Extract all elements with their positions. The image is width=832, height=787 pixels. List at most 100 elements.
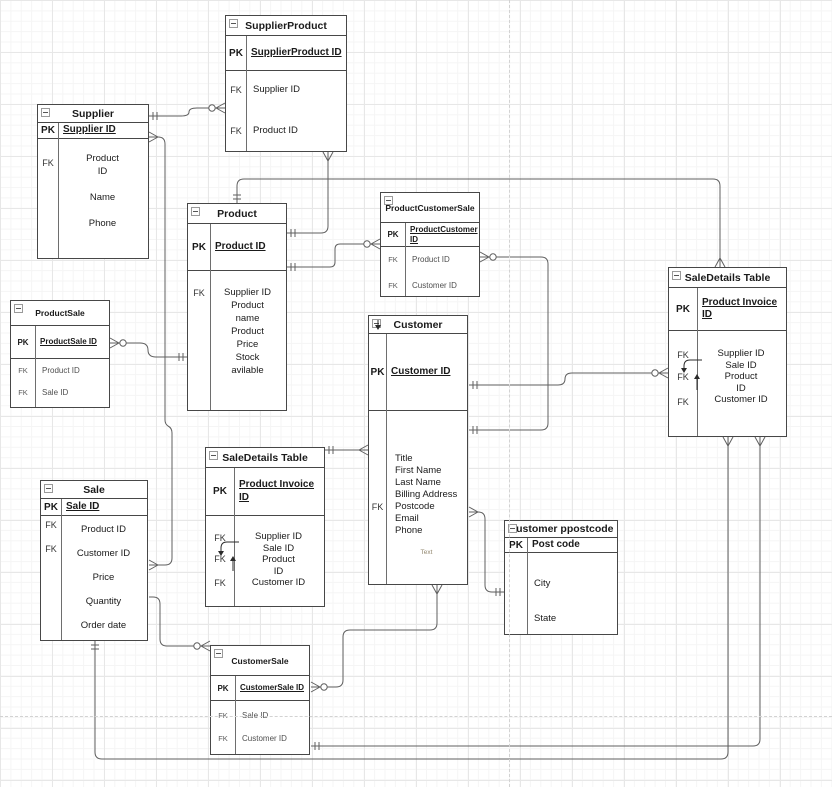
collapse-icon[interactable] xyxy=(229,19,238,28)
fk-key-label: FK xyxy=(45,544,57,554)
row-key-label: FK xyxy=(388,255,398,264)
collapse-icon[interactable] xyxy=(191,207,200,216)
row-key-label: FK xyxy=(388,280,398,290)
pk-key-label: PK xyxy=(44,501,58,513)
table-row: City xyxy=(505,568,617,598)
row-text: Sale ID xyxy=(242,710,269,720)
pk-key-label: PK xyxy=(217,683,229,693)
collapse-icon[interactable] xyxy=(44,484,53,493)
table-row: FK Sale ID xyxy=(211,704,309,726)
fk-key-label: FK xyxy=(371,502,384,512)
pk-value: Sale ID xyxy=(66,500,100,512)
row-text: Product ID xyxy=(412,255,450,264)
row-text: Product ID xyxy=(42,365,80,375)
fk-key-label: FK xyxy=(214,554,226,564)
connector-sale-to-customersale[interactable] xyxy=(149,596,210,647)
cardinality-one-marker xyxy=(495,588,501,596)
page-break-vertical xyxy=(509,0,510,787)
crow-foot-marker xyxy=(722,436,734,447)
fk-key-label: FK xyxy=(42,158,54,168)
collapse-icon[interactable] xyxy=(209,451,218,460)
crow-foot-marker xyxy=(479,251,497,263)
collapse-icon[interactable] xyxy=(384,196,393,205)
pk-key-label: PK xyxy=(192,241,206,253)
crow-foot-marker xyxy=(358,444,369,456)
pk-value: Post code xyxy=(532,538,580,550)
crow-foot-marker xyxy=(310,681,328,693)
fk-key-label: FK xyxy=(193,288,205,298)
connector-supplierproduct-to-product[interactable] xyxy=(287,152,329,234)
connector-productsale-to-product[interactable] xyxy=(110,342,187,358)
pk-key-label: PK xyxy=(387,230,399,239)
collapse-icon[interactable] xyxy=(372,319,381,328)
table-title: SaleDetails Table xyxy=(222,451,308,464)
row-key-label: FK xyxy=(218,733,228,743)
row-text: City xyxy=(534,577,551,589)
crow-foot-marker xyxy=(322,151,334,162)
fk-key-label: FK xyxy=(677,372,689,382)
collapse-icon[interactable] xyxy=(14,304,23,313)
crow-foot-marker xyxy=(148,131,159,143)
connector-product-to-productcustomersale[interactable] xyxy=(287,243,380,268)
key-column-divider xyxy=(210,224,211,410)
table-title: Customer xyxy=(393,318,443,331)
pk-value: Product ID xyxy=(215,240,266,252)
crow-foot-marker xyxy=(714,257,726,268)
crow-foot-marker xyxy=(468,506,479,518)
table-body-text: Supplier ID Sale ID Product ID Customer … xyxy=(714,348,768,405)
key-column-divider xyxy=(246,36,247,151)
table-row: State xyxy=(505,603,617,633)
crow-foot-marker xyxy=(193,640,211,652)
table-title: SaleDetails Table xyxy=(684,271,771,284)
page-break-horizontal xyxy=(0,716,832,717)
key-column-divider xyxy=(61,499,62,640)
cardinality-one-marker xyxy=(152,112,158,120)
row-text: Customer ID xyxy=(242,733,287,743)
cardinality-one-marker xyxy=(472,381,478,389)
crow-foot-marker xyxy=(754,436,766,447)
row-key-label: FK xyxy=(18,365,28,375)
collapse-icon[interactable] xyxy=(214,649,223,658)
table-row: FK Customer ID xyxy=(211,726,309,750)
table-row: FK Product ID xyxy=(381,247,479,272)
collapse-icon[interactable] xyxy=(672,271,681,280)
table-body-text: Product ID Customer ID Price Quantity Or… xyxy=(76,524,131,631)
fk-key-label: FK xyxy=(214,578,226,588)
crow-foot-marker xyxy=(651,367,669,379)
table-row: FK Product ID xyxy=(11,359,109,381)
cardinality-one-marker xyxy=(290,263,296,271)
connector-customer-to-customersale[interactable] xyxy=(311,585,438,688)
row-key-label: FK xyxy=(218,710,228,720)
fk-key-label: FK xyxy=(214,533,226,543)
table-title: Product xyxy=(217,207,257,220)
pk-key-label: PK xyxy=(370,366,385,378)
connector-customer-to-ppostcode[interactable] xyxy=(469,511,504,593)
connector-supplier-to-supplierproduct[interactable] xyxy=(149,107,225,117)
fk-key-label: FK xyxy=(677,397,689,407)
table-title: ProductSale xyxy=(35,308,85,318)
pk-value: ProductSale ID xyxy=(40,337,97,346)
table-body-text: Supplier ID Product name Product Price S… xyxy=(224,287,271,376)
table-title: SupplierProduct xyxy=(245,19,327,32)
row-text: Customer ID xyxy=(412,280,457,290)
crow-foot-marker xyxy=(109,337,127,349)
cardinality-one-marker xyxy=(314,742,320,750)
table-title: ProductCustomerSale xyxy=(385,202,475,213)
collapse-icon[interactable] xyxy=(41,108,50,117)
row-text: Sale ID xyxy=(42,387,69,397)
connector-supplier-to-sale[interactable] xyxy=(149,136,173,566)
pk-value: CustomerSale ID xyxy=(240,683,305,692)
connector-customer-to-saledetails[interactable] xyxy=(469,372,668,386)
